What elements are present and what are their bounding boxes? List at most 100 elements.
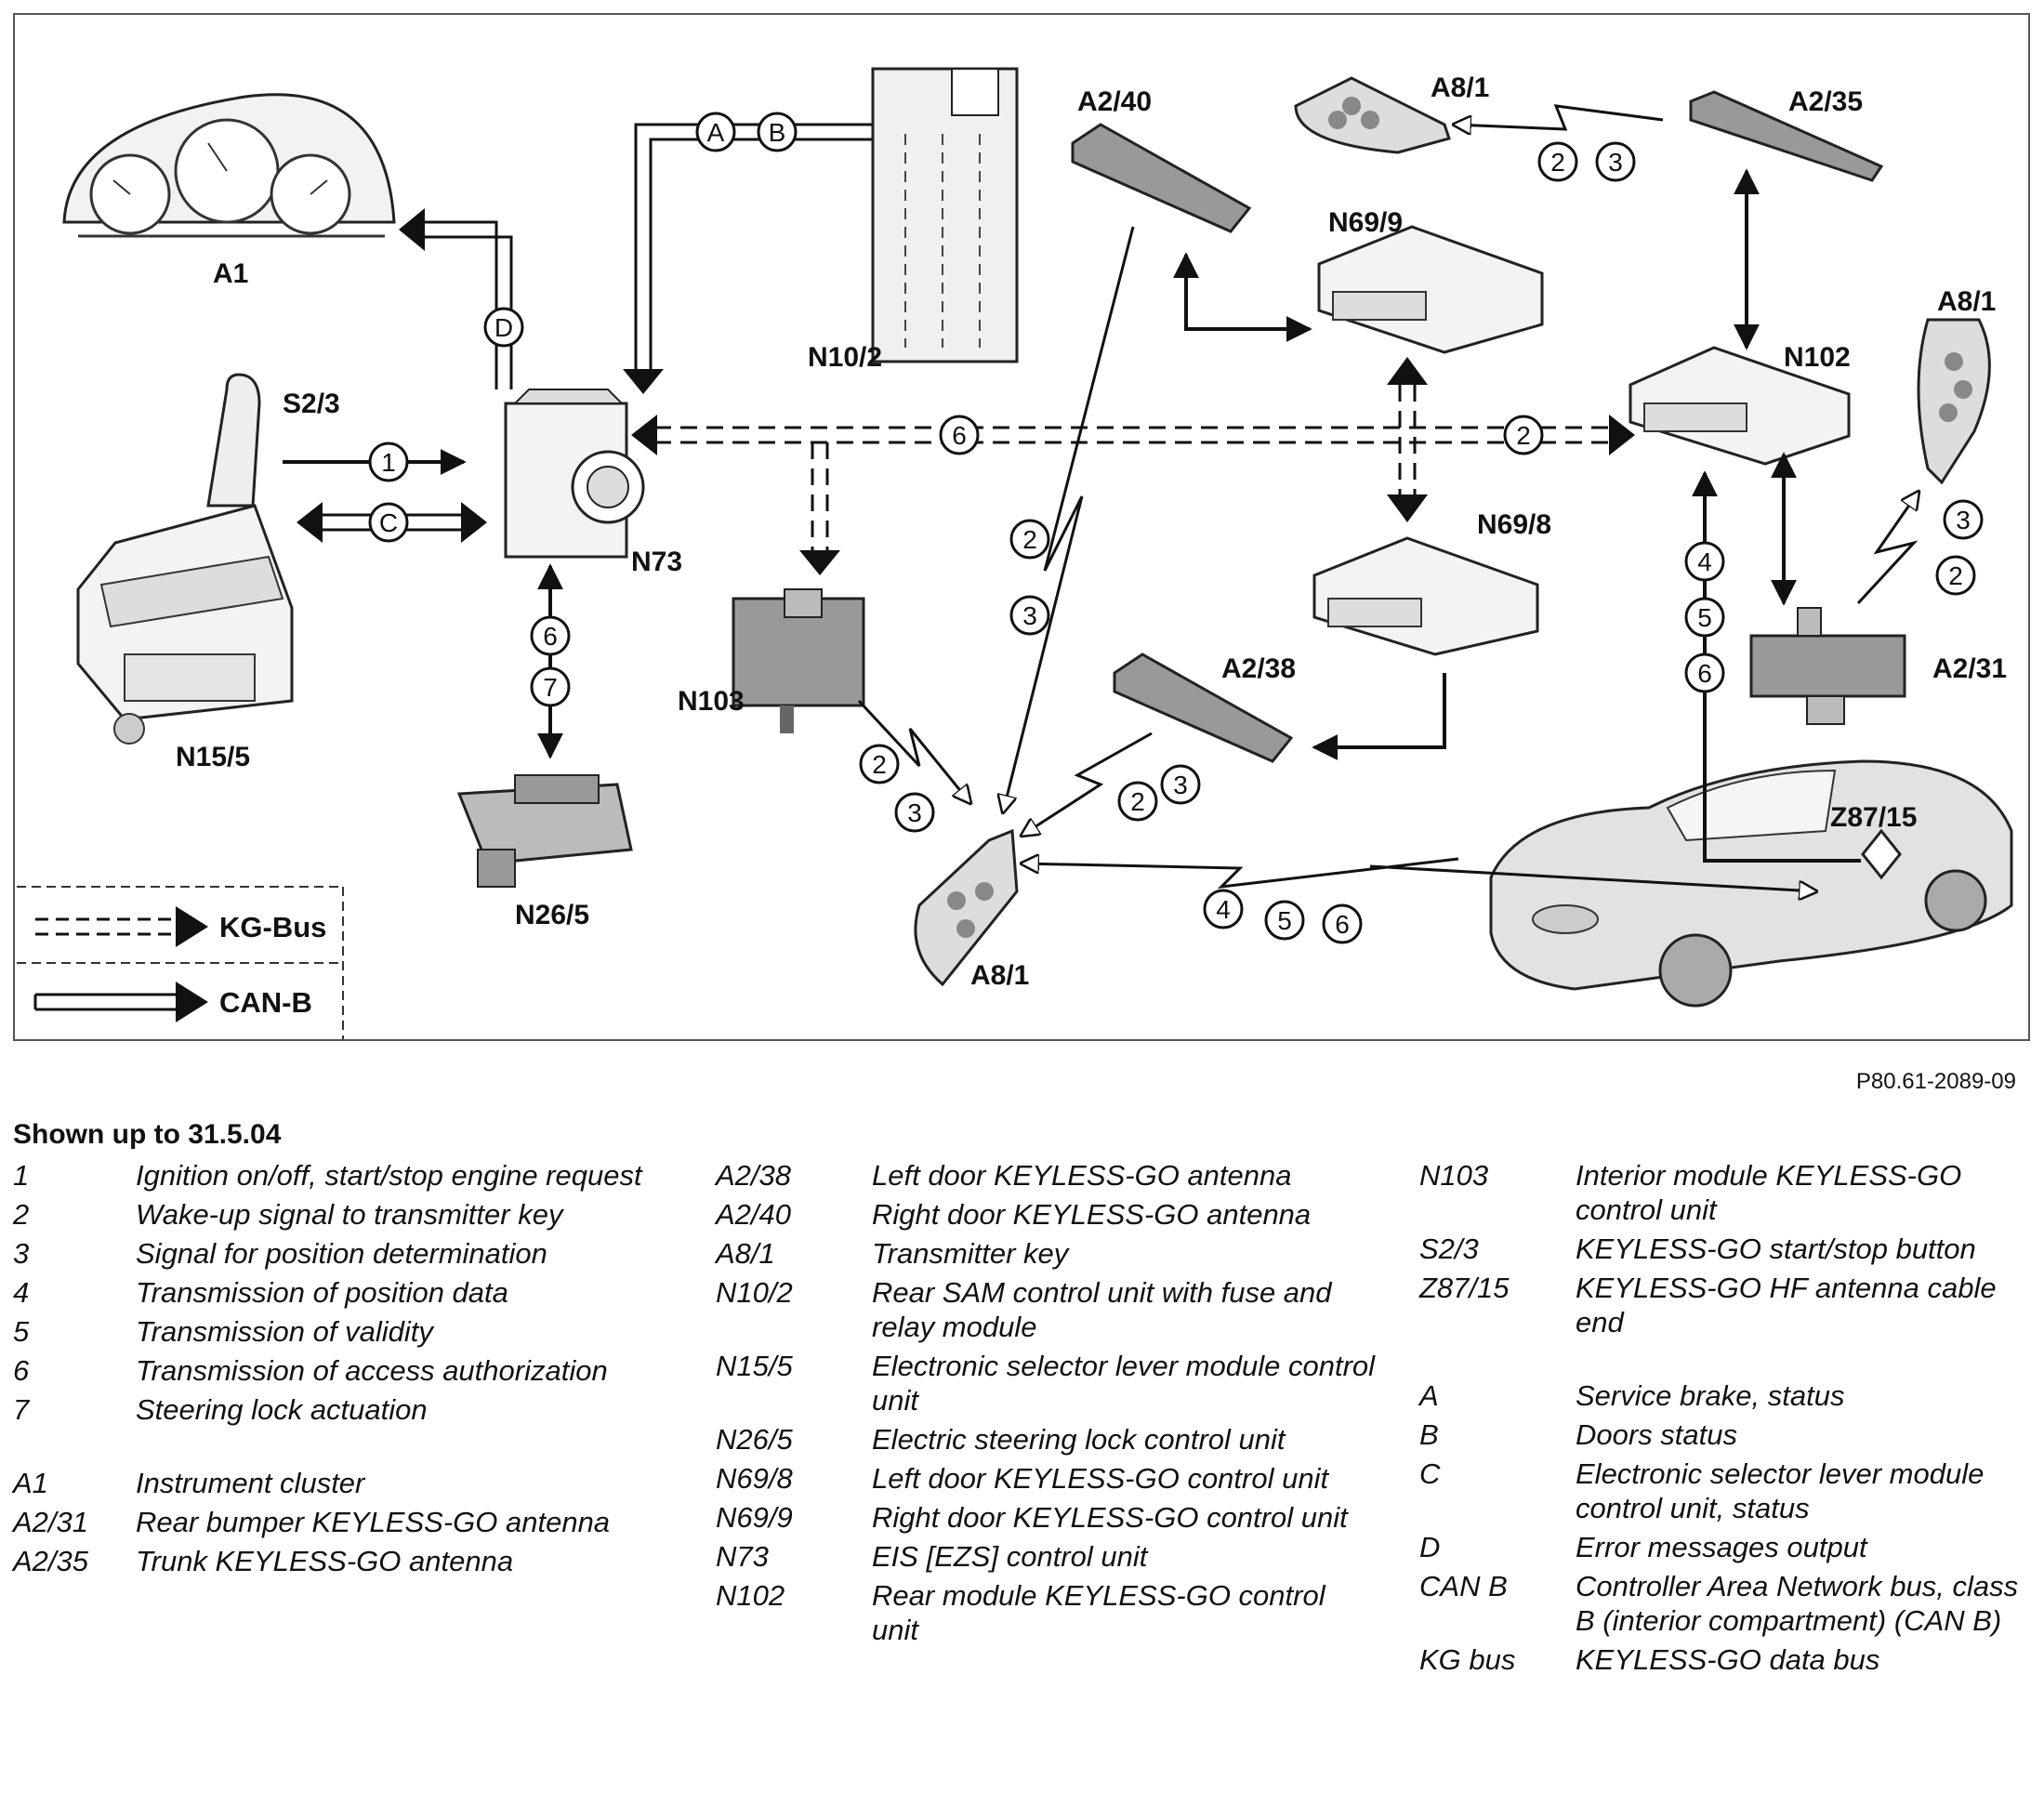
label-N26-5: N26/5 xyxy=(515,900,589,930)
rear-module-control-unit-illustration xyxy=(1629,346,1851,466)
legend-code: N69/8 xyxy=(716,1462,793,1495)
legend-code: 3 xyxy=(13,1237,30,1270)
legend-code: Z87/15 xyxy=(1419,1272,1510,1304)
can-b-arrowhead-n73 xyxy=(623,369,664,394)
legend-code: N69/9 xyxy=(716,1501,793,1534)
legend-code: N15/5 xyxy=(716,1350,793,1382)
kg-bus-arrowhead-n103 xyxy=(799,550,840,575)
legend-code: N73 xyxy=(716,1540,769,1573)
transmitter-key-top-illustration xyxy=(1294,76,1451,154)
marker-2-a231: 2 xyxy=(1935,555,1976,596)
label-S2-3: S2/3 xyxy=(283,389,340,419)
hf-antenna-diamond-icon xyxy=(1861,828,1902,880)
legend-description: KEYLESS-GO data bus xyxy=(1576,1643,1880,1676)
marker-5-n102: 5 xyxy=(1684,597,1725,638)
legend-description: Right door KEYLESS-GO control unit xyxy=(872,1501,1348,1534)
legend-description: Ignition on/off, start/stop engine reque… xyxy=(136,1159,642,1192)
marker-6-n102: 6 xyxy=(1684,653,1725,693)
label-A8-1-top: A8/1 xyxy=(1431,73,1489,103)
left-door-antenna-illustration xyxy=(1113,653,1294,763)
marker-2-a238: 2 xyxy=(1117,781,1158,822)
eis-control-unit-illustration xyxy=(504,389,645,559)
legend-entry: 1 Ignition on/off, start/stop engine requ… xyxy=(13,1158,682,1193)
label-A1: A1 xyxy=(213,258,248,289)
marker-6-n73: 6 xyxy=(530,615,571,656)
legend-code: 1 xyxy=(13,1159,30,1192)
legend-description: Interior module KEYLESS-GO control unit xyxy=(1576,1159,1962,1226)
label-Z87-15: Z87/15 xyxy=(1830,802,1917,833)
rear-sam-illustration xyxy=(871,67,1019,363)
kg-bus-main xyxy=(654,385,1616,552)
transmitter-key-right-illustration xyxy=(1917,318,1991,485)
kg-bus-arrowhead-n69-8 xyxy=(1387,494,1428,522)
label-N69-8: N69/8 xyxy=(1477,509,1551,540)
label-N10-2: N10/2 xyxy=(808,342,882,373)
marker-2-a235: 2 xyxy=(1537,141,1578,182)
figure-id: P80.61-2089-09 xyxy=(1855,1069,2016,1094)
svg-text:7: 7 xyxy=(543,673,558,702)
marker-6-car: 6 xyxy=(1322,903,1363,944)
legend-code: A xyxy=(1419,1379,1439,1412)
svg-text:4: 4 xyxy=(1216,895,1231,924)
label-N15-5: N15/5 xyxy=(176,742,250,772)
legend-description: Left door KEYLESS-GO antenna xyxy=(872,1159,1292,1192)
wireless-links xyxy=(857,104,1919,891)
label-N69-9: N69/9 xyxy=(1328,207,1403,238)
marker-B: B xyxy=(757,112,798,152)
svg-text:2: 2 xyxy=(1550,148,1565,177)
legend-column-1: 1 Ignition on/off, start/stop engine requ… xyxy=(13,1158,682,1583)
label-A2-40: A2/40 xyxy=(1077,86,1152,117)
svg-text:3: 3 xyxy=(1022,601,1037,630)
legend-code: A2/31 xyxy=(13,1506,89,1538)
svg-text:A: A xyxy=(707,118,725,147)
legend-entry: N103 Interior module KEYLESS-GO control u… xyxy=(1419,1158,2024,1227)
legend-code: N103 xyxy=(1419,1159,1489,1192)
right-door-control-unit-illustration xyxy=(1317,225,1544,354)
legend-description: Transmission of validity xyxy=(136,1315,433,1348)
marker-6-bus: 6 xyxy=(939,415,980,455)
legend-code: N102 xyxy=(716,1579,785,1612)
label-A2-38: A2/38 xyxy=(1221,653,1296,684)
legend-description: KEYLESS-GO start/stop button xyxy=(1576,1233,1976,1265)
label-A2-35: A2/35 xyxy=(1788,86,1863,117)
right-door-antenna-illustration xyxy=(1071,123,1252,233)
can-b-arrowhead-n73-right xyxy=(461,502,487,543)
svg-text:2: 2 xyxy=(1022,525,1037,554)
bus-legend: KG-Bus CAN-B xyxy=(17,886,344,1039)
legend-description: Error messages output xyxy=(1576,1531,1867,1563)
legend-description: Rear bumper KEYLESS-GO antenna xyxy=(136,1506,611,1538)
marker-3-a235: 3 xyxy=(1595,141,1636,182)
legend-entry: N69/9 Right door KEYLESS-GO control unit xyxy=(716,1500,1376,1535)
kg-bus-arrowhead-n69-9 xyxy=(1387,357,1428,385)
legend-code: CAN B xyxy=(1419,1570,1508,1602)
svg-text:2: 2 xyxy=(1948,561,1963,590)
legend-code: A8/1 xyxy=(716,1237,775,1270)
legend-description: Electronic selector lever module control… xyxy=(872,1350,1376,1417)
svg-text:2: 2 xyxy=(872,750,887,779)
legend-code: 7 xyxy=(13,1393,30,1426)
can-b-arrowhead-a1 xyxy=(399,208,425,251)
legend-code: 5 xyxy=(13,1315,30,1348)
svg-text:2: 2 xyxy=(1516,421,1531,450)
legend-entry: A Service brake, status xyxy=(1419,1378,2024,1413)
legend-description: Steering lock actuation xyxy=(136,1393,428,1426)
svg-text:3: 3 xyxy=(907,798,922,827)
legend-code: A1 xyxy=(13,1467,48,1499)
transmitter-key-bottom-illustration xyxy=(914,828,1019,987)
interior-module-illustration xyxy=(732,588,865,733)
marker-3-a238: 3 xyxy=(1160,764,1201,805)
legend-description: Service brake, status xyxy=(1576,1379,1845,1412)
selector-lever-illustration xyxy=(76,373,294,745)
